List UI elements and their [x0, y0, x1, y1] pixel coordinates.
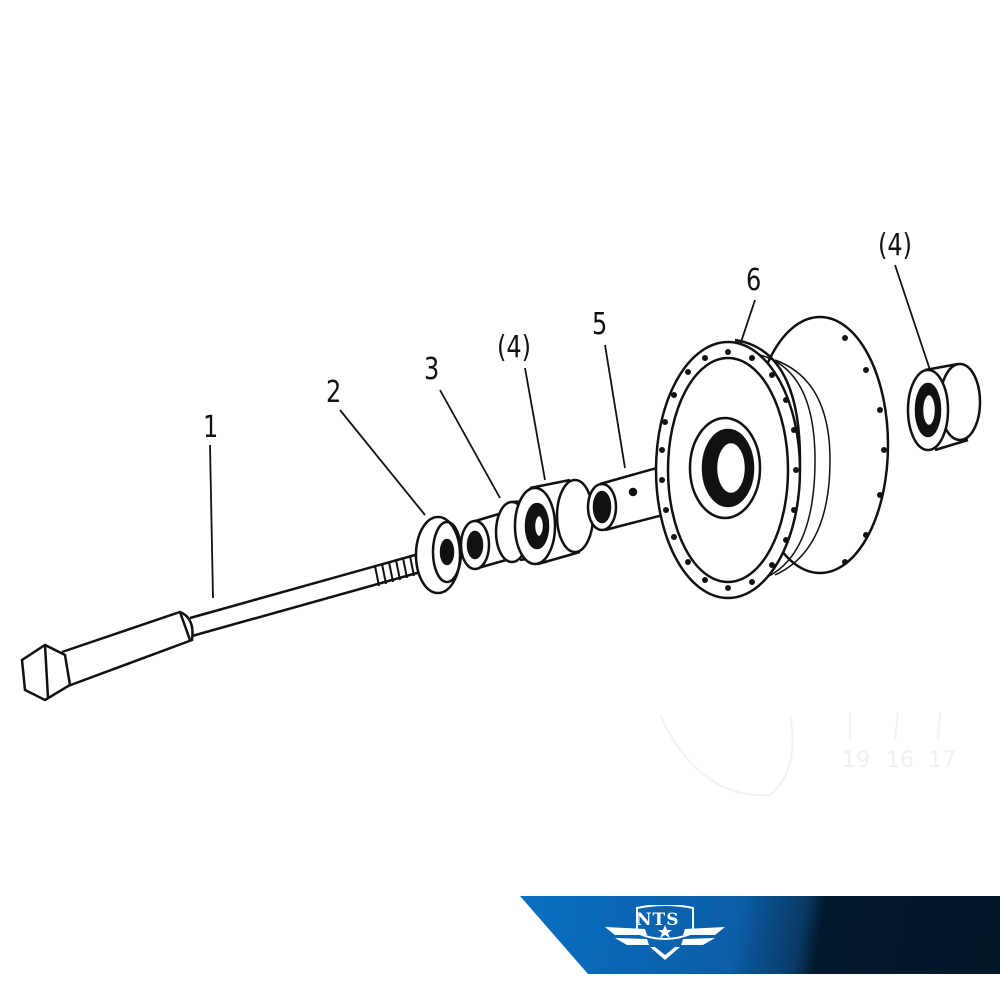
logo-text: NTS	[636, 910, 680, 930]
axle-bolt	[20, 546, 443, 702]
brand-banner	[520, 896, 1000, 974]
part-label-4-right: (4)	[878, 228, 912, 263]
part-label-6: 6	[746, 263, 762, 298]
axle-thread	[374, 553, 422, 587]
nts-wings-logo	[605, 905, 725, 960]
part-label-2: 2	[326, 375, 342, 410]
ghost-number-17: 17	[928, 748, 956, 773]
lock-nut	[414, 515, 463, 595]
faint-ghost-drawing	[659, 711, 941, 797]
ghost-number-19: 19	[842, 748, 870, 773]
spoke-holes	[659, 335, 887, 591]
part-label-3: 3	[424, 352, 440, 387]
part-label-5: 5	[592, 307, 608, 342]
bearing-left	[513, 478, 595, 566]
leader-lines	[209, 264, 931, 599]
part-label-4-left: (4)	[497, 330, 531, 365]
wheel-hub	[654, 315, 890, 600]
ghost-number-16: 16	[886, 748, 914, 773]
part-label-1: 1	[203, 410, 219, 445]
bearing-right	[906, 362, 982, 452]
distance-tube	[586, 458, 691, 532]
